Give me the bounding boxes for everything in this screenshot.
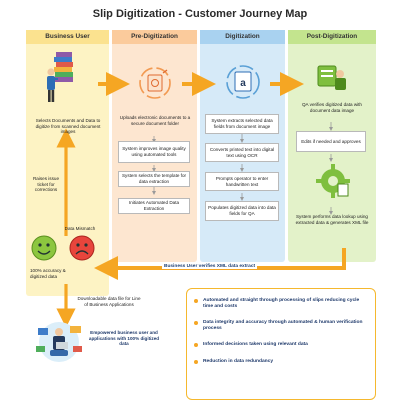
pre-step-initiate-extraction: Initiates Automated Data Extraction	[118, 198, 190, 214]
benefit-item: Reduction in data redundancy	[194, 359, 370, 365]
lane-business-user-title: Business User	[45, 33, 90, 40]
lane-business-user-header: Business User	[26, 30, 109, 44]
benefit-item-text: Data integrity and accuracy through auto…	[203, 320, 363, 331]
benefit-item-text: Automated and straight through processin…	[203, 298, 360, 309]
document-stack-person-icon	[47, 52, 73, 102]
lane-digitization-header: Digitization	[200, 30, 285, 44]
benefits-panel	[186, 288, 376, 400]
bullet-dot	[194, 360, 198, 364]
lane-pre-digitization-header: Pre-Digitization	[112, 30, 197, 44]
data-mismatch-text: Data Mismatch	[64, 226, 96, 231]
benefit-item-text: Informed decisions taken using relevant …	[203, 342, 308, 347]
digi-step-ocr: Converts printed text into digital text …	[205, 143, 279, 162]
bullet-dot	[194, 343, 198, 347]
raise-ticket-text: Raises issue ticket for corrections	[32, 176, 60, 193]
digi-step-extract: System extracts selected data fields fro…	[205, 114, 279, 134]
bullet-dot	[194, 321, 198, 325]
accuracy-text: 100% accuracy & digitized data	[30, 268, 66, 279]
post-qa-text: QA verifies digitized data with document…	[301, 102, 362, 113]
lane-post-digitization-title: Post-Digitization	[306, 33, 358, 40]
benefit-item: Data integrity and accuracy through auto…	[194, 320, 370, 332]
happy-face-icon	[31, 235, 57, 261]
svg-text:a: a	[240, 78, 246, 89]
image-enhance-cycle-icon	[139, 67, 171, 99]
post-edit-approve: Edits if needed and approves	[296, 131, 366, 152]
sad-face-icon	[69, 235, 95, 261]
empowered-user-text: Empowered business user and applications…	[88, 330, 160, 347]
pre-step-improve-image: System improves image quality using auto…	[118, 141, 190, 163]
data-lookup-gear-icon	[316, 164, 350, 198]
empowered-user-illustration	[36, 322, 82, 362]
post-lookup-text: System performs data lookup using extrac…	[295, 214, 369, 225]
pre-step-upload: Uploads electronic documents to a secure…	[119, 115, 191, 126]
digi-step-populate: Populates digitized data into data field…	[205, 201, 279, 221]
ocr-document-cycle-icon: a	[226, 65, 260, 99]
lane-pre-digitization-title: Pre-Digitization	[131, 33, 178, 40]
feedback-faces	[31, 235, 95, 261]
lane-digitization-title: Digitization	[225, 33, 260, 40]
pre-step-select-template: System selects the template for data ext…	[118, 171, 190, 187]
select-documents-text: Selects Documents and Data to digitize f…	[35, 118, 101, 135]
benefit-item-text: Reduction in data redundancy	[203, 359, 274, 364]
benefit-item: Informed decisions taken using relevant …	[194, 342, 370, 348]
digi-step-handwritten: Prompts operator to enter handwritten te…	[205, 172, 279, 191]
benefit-item: Automated and straight through processin…	[194, 298, 370, 310]
verify-xml-label: Business User verifies XML data extract	[162, 264, 258, 269]
downloadable-data-text: Downloadable data file for Line of Busin…	[77, 296, 141, 307]
lane-post-digitization-header: Post-Digitization	[288, 30, 376, 44]
qa-verification-icon	[317, 65, 346, 90]
bullet-dot	[194, 299, 198, 303]
page-title: Slip Digitization - Customer Journey Map	[92, 8, 308, 20]
